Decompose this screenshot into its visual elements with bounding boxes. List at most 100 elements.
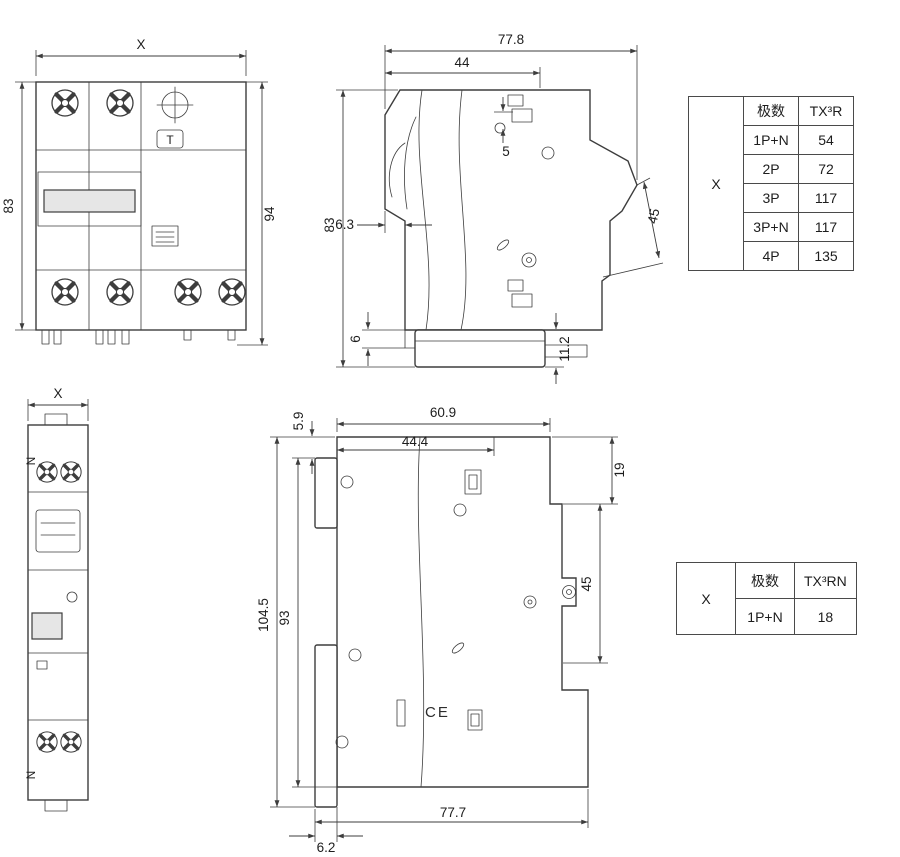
- case-seam: [458, 89, 467, 331]
- screw-icon: [107, 279, 133, 305]
- dim-label-104-5: 104.5: [256, 598, 271, 632]
- dim-label-x: X: [136, 37, 145, 52]
- ce-mark: CE: [425, 704, 450, 721]
- front-view-2p-drawing: T X: [1, 37, 277, 346]
- dim-label-6: 6: [348, 335, 363, 343]
- dim-label-93: 93: [277, 610, 292, 625]
- dimension-width-x: X: [35, 37, 247, 76]
- dimension-foot-6-2: 6.2: [289, 807, 363, 855]
- table-row: 4P 135: [689, 241, 854, 271]
- rail-latch-knob: [562, 585, 576, 599]
- dim-label-83: 83: [1, 198, 16, 213]
- table-x-cell: X: [688, 96, 744, 271]
- toggle-lever: [37, 171, 142, 227]
- screw-icon: [35, 730, 59, 754]
- label-window: [35, 509, 81, 553]
- dimension-foot-6: 6: [348, 312, 405, 366]
- side-view-2p-drawing: 77.8 44 5 6.3 83: [322, 32, 664, 384]
- dim-label-94: 94: [262, 206, 277, 222]
- rivet-details: [335, 475, 537, 749]
- toggle-handle: [43, 189, 136, 213]
- dim-label-6-2: 6.2: [317, 840, 336, 855]
- dim-label-5: 5: [502, 144, 510, 159]
- front-clip-plate-bottom: [314, 644, 338, 808]
- table-cell-width: 135: [798, 241, 854, 271]
- toggle-handle: [31, 612, 63, 640]
- dimension-screw-offset-5: 5: [494, 97, 513, 159]
- table-header-series: TX³RN: [794, 562, 857, 599]
- test-button: T: [156, 129, 184, 149]
- dimension-depth-44-4: 44.4: [337, 434, 495, 456]
- table-x-cell: X: [676, 562, 736, 635]
- dim-label-45: 45: [645, 207, 663, 225]
- dim-label-60-9: 60.9: [430, 405, 456, 420]
- table-cell-width: 117: [798, 212, 854, 242]
- screw-icon: [52, 279, 78, 305]
- table-cell-poles: 1P+N: [743, 125, 799, 155]
- dim-label-77-7: 77.7: [440, 805, 466, 820]
- table-header-poles: 极数: [735, 562, 795, 599]
- neutral-mark-top: N: [24, 457, 38, 466]
- clip-spring-details: [396, 469, 483, 731]
- indicator-dot: [66, 591, 78, 603]
- table-row: 3P 117: [689, 183, 854, 213]
- table-header-poles: 极数: [743, 96, 799, 126]
- dimension-height-94: 94: [237, 81, 277, 346]
- dim-label-44: 44: [454, 55, 470, 70]
- dimension-height-83: 83: [1, 81, 36, 331]
- screw-icon: [59, 460, 83, 484]
- front-clip-plate-top: [314, 457, 338, 529]
- dimension-rail-hook-45: 45: [602, 177, 664, 278]
- bottom-pins: [41, 329, 236, 345]
- width-table-tx3r: X 极数 TX³R 1P+N 54 2P 72 3P 117 3P+N 117 …: [688, 96, 854, 271]
- screw-icon: [175, 279, 201, 305]
- table-row: 1P+N 18: [677, 598, 857, 635]
- screw-icon: [35, 460, 59, 484]
- dimension-clip-offset-5-9: 5.9: [291, 412, 315, 474]
- dimension-depth-77-7: 77.7: [314, 789, 589, 842]
- dimension-depth-60-9: 60.9: [336, 405, 551, 432]
- width-table-tx3rn: X 极数 TX³RN 1P+N 18: [676, 562, 857, 635]
- table-cell-poles: 2P: [743, 154, 799, 184]
- dimension-width-x-1p: X: [27, 386, 89, 421]
- dim-label-83-side: 83: [322, 217, 337, 232]
- side-view-1p-drawing: CE 60.9 44.4 19 45: [256, 405, 627, 855]
- table-cell-width: 72: [798, 154, 854, 184]
- table-header-series: TX³R: [798, 96, 854, 126]
- bottom-tab: [44, 799, 68, 812]
- screw-icon: [107, 90, 133, 116]
- table-cell-poles: 3P: [743, 183, 799, 213]
- dim-label-19: 19: [612, 462, 627, 477]
- table-cell-poles: 1P+N: [735, 598, 795, 635]
- dim-label-6-3: 6.3: [335, 217, 354, 232]
- handle-window-seam: [404, 116, 417, 210]
- case-seam: [417, 436, 425, 788]
- screw-icon: [219, 279, 245, 305]
- dim-label-77-8: 77.8: [498, 32, 524, 47]
- rivet-details: [494, 122, 555, 268]
- side-profile-outline: [384, 89, 638, 331]
- table-cell-poles: 3P+N: [743, 212, 799, 242]
- toggle-lever: [27, 569, 89, 670]
- din-rail-clip: [414, 329, 588, 368]
- table-cell-width: 18: [794, 598, 857, 635]
- table-row: 2P 72: [689, 154, 854, 184]
- clip-spring-details: [507, 94, 533, 308]
- dim-label-11-2: 11.2: [557, 336, 572, 361]
- dimension-height-83-side: 83: [322, 89, 415, 368]
- screw-icon: [59, 730, 83, 754]
- dimension-depth-44: 44: [385, 55, 541, 88]
- table-cell-poles: 4P: [743, 241, 799, 271]
- label-window: [151, 225, 179, 247]
- dimension-step-19: 19: [552, 436, 627, 505]
- case-seam: [418, 89, 430, 331]
- side-profile-outline: [336, 436, 589, 788]
- neutral-mark-bottom: N: [24, 771, 38, 780]
- test-button-label: T: [166, 133, 174, 147]
- screw-icon: [52, 90, 78, 116]
- dimension-clip-11-2: 11.2: [545, 313, 572, 384]
- dimension-rail-45: 45: [563, 504, 608, 664]
- dimension-depth-77-8: 77.8: [384, 32, 638, 180]
- table-cell-width: 117: [798, 183, 854, 213]
